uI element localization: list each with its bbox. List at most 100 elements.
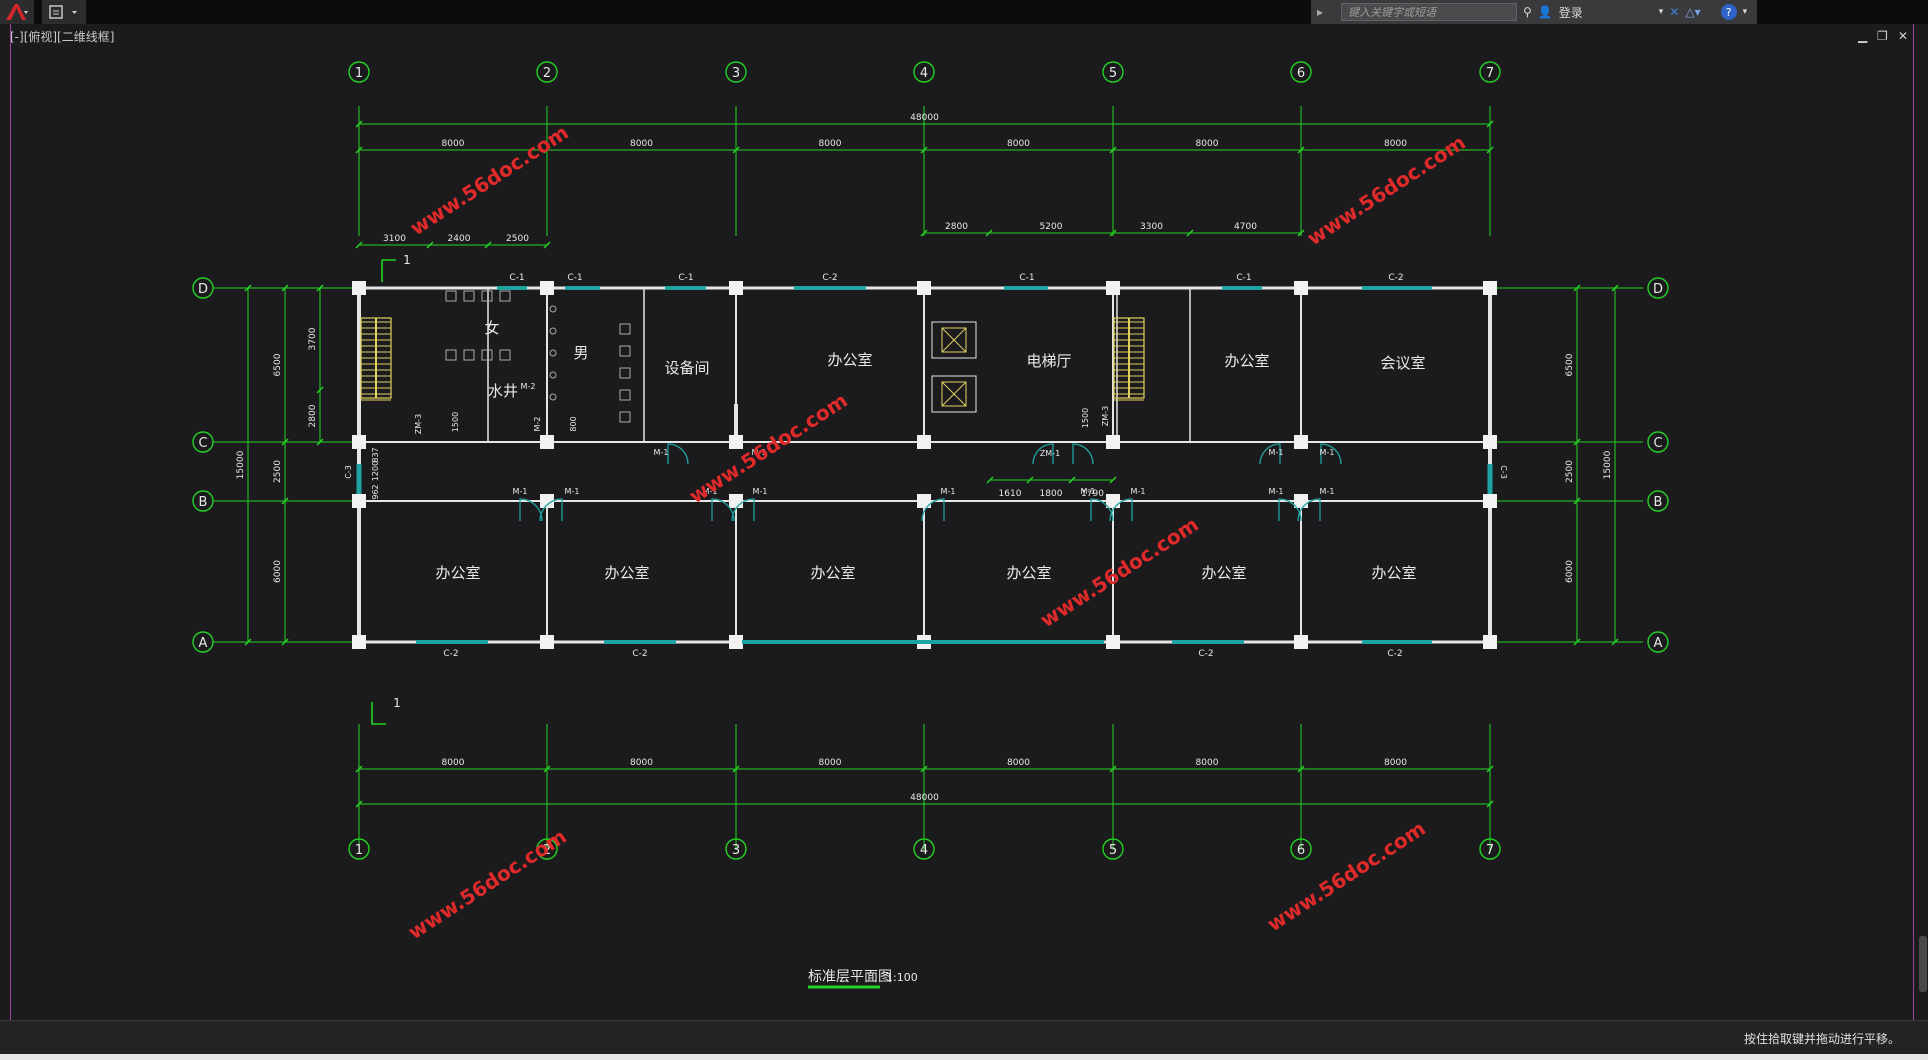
room-label-office2: 办公室 bbox=[1224, 352, 1269, 370]
dim-text: 2500 bbox=[273, 460, 283, 483]
dim-tick bbox=[355, 800, 363, 808]
room-label-office: 办公室 bbox=[1371, 564, 1416, 582]
column bbox=[729, 635, 743, 649]
axis-bubble bbox=[725, 838, 747, 860]
binoculars-icon[interactable]: ⚲ bbox=[1523, 5, 1532, 19]
door-swing bbox=[1032, 443, 1054, 465]
door-label: M-1 bbox=[1269, 487, 1284, 496]
application-menu-button[interactable] bbox=[0, 0, 34, 24]
axis-bubble bbox=[1647, 631, 1669, 653]
column bbox=[917, 281, 931, 295]
room-label-water_well: 水井 bbox=[488, 382, 518, 400]
login-dropdown-icon[interactable]: ▾ bbox=[1658, 7, 1664, 17]
fixture bbox=[619, 411, 631, 423]
dim-tick bbox=[1486, 765, 1494, 773]
door-swing bbox=[519, 498, 543, 522]
dim-tick bbox=[1297, 765, 1305, 773]
dim-text: 8000 bbox=[442, 139, 465, 149]
window-label: C-2 bbox=[822, 273, 837, 283]
column bbox=[1483, 494, 1497, 508]
dim-tick bbox=[1611, 638, 1619, 646]
axis-bubble bbox=[1647, 277, 1669, 299]
dim-tick bbox=[281, 497, 289, 505]
elevator-car bbox=[941, 327, 967, 353]
door-swing bbox=[731, 498, 755, 522]
door-swing bbox=[1320, 443, 1342, 465]
door-label: M-1 bbox=[1269, 448, 1284, 457]
door-label: M-1 bbox=[565, 487, 580, 496]
dim-tick bbox=[1573, 497, 1581, 505]
help-icon[interactable]: ? bbox=[1720, 4, 1737, 20]
login-button[interactable]: 登录 bbox=[1558, 5, 1583, 20]
axis-bubble bbox=[192, 631, 214, 653]
window-label: C-3 bbox=[344, 465, 353, 479]
dim-text: 8000 bbox=[1007, 758, 1030, 768]
dim-text: 800 bbox=[569, 416, 578, 431]
axis-number: 7 bbox=[1486, 843, 1494, 858]
axis-number: 6 bbox=[1297, 66, 1305, 81]
autocad-logo-icon bbox=[6, 4, 28, 20]
dim-text: 3700 bbox=[308, 327, 318, 350]
column bbox=[1106, 635, 1120, 649]
quick-access-toolbar[interactable] bbox=[42, 0, 86, 24]
axis-bubble bbox=[913, 838, 935, 860]
dim-text: 962 bbox=[371, 484, 380, 499]
section-mark bbox=[381, 259, 396, 282]
dim-tick bbox=[732, 765, 740, 773]
door-label: ZM-1 bbox=[1040, 449, 1060, 458]
door-swing bbox=[1278, 498, 1302, 522]
column bbox=[1294, 494, 1308, 508]
dim-text: 4700 bbox=[1234, 222, 1257, 232]
door-label: M-1 bbox=[1320, 487, 1335, 496]
expand-arrow-icon[interactable]: ▸ bbox=[1317, 5, 1324, 19]
axis-number: 6 bbox=[1297, 843, 1305, 858]
dim-text: 8000 bbox=[630, 758, 653, 768]
window-label: C-1 bbox=[1019, 273, 1034, 283]
dim-text: 8000 bbox=[630, 139, 653, 149]
axis-bubble bbox=[192, 431, 214, 453]
vertical-scrollbar[interactable] bbox=[1919, 936, 1927, 992]
column bbox=[540, 635, 554, 649]
drawing-title: 标准层平面图 bbox=[808, 969, 892, 985]
window-label: C-2 bbox=[1387, 649, 1402, 659]
door-swing bbox=[711, 498, 735, 522]
column bbox=[352, 281, 366, 295]
search-input[interactable]: 键入关键字或短语 bbox=[1341, 3, 1518, 21]
section-mark-number: 1 bbox=[403, 253, 411, 267]
minimize-icon[interactable]: ▁ bbox=[1858, 29, 1868, 43]
dim-tick bbox=[1486, 146, 1494, 154]
window-label: C-2 bbox=[1198, 649, 1213, 659]
axis-bubble bbox=[1102, 61, 1124, 83]
door-swing bbox=[1072, 443, 1094, 465]
dim-tick bbox=[355, 241, 363, 249]
viewport-controls-label[interactable]: [-][俯视][二维线框] bbox=[10, 30, 115, 44]
axis-bubble bbox=[725, 61, 747, 83]
axis-letter: A bbox=[199, 636, 208, 651]
dim-tick bbox=[543, 146, 551, 154]
axis-number: 1 bbox=[355, 66, 363, 81]
watermark-text: www.56doc.com bbox=[1263, 816, 1430, 936]
drawing-title-block: 标准层平面图 1:100 bbox=[808, 969, 918, 989]
close-icon[interactable]: ✕ bbox=[1898, 29, 1909, 43]
dim-text: 1500 bbox=[1081, 408, 1090, 428]
column bbox=[729, 435, 743, 449]
exchange-icon[interactable]: ✕ bbox=[1669, 5, 1680, 19]
axis-bubble bbox=[1102, 838, 1124, 860]
fixture bbox=[445, 290, 457, 302]
column bbox=[1294, 281, 1308, 295]
dim-tick bbox=[1573, 438, 1581, 446]
fixture bbox=[463, 349, 475, 361]
axis-number: 4 bbox=[920, 66, 928, 81]
door-swing bbox=[1109, 498, 1133, 522]
help-dropdown-icon[interactable]: ▾ bbox=[1742, 7, 1748, 17]
axis-number: 1 bbox=[355, 843, 363, 858]
a360-icon[interactable]: △▾ bbox=[1685, 5, 1701, 19]
dim-tick bbox=[355, 146, 363, 154]
dim-tick bbox=[732, 146, 740, 154]
fixture bbox=[619, 367, 631, 379]
dim-tick bbox=[1109, 229, 1117, 237]
restore-icon[interactable]: ❐ bbox=[1877, 29, 1888, 43]
drawing-scale: 1:100 bbox=[886, 971, 918, 984]
